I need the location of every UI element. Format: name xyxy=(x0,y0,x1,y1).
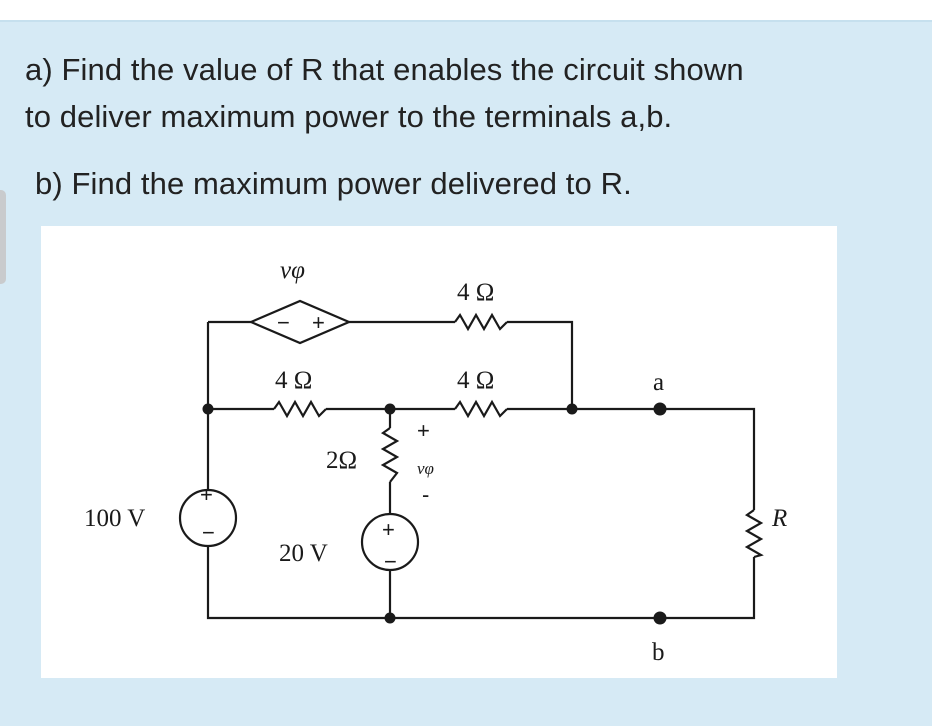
circuit-nodes xyxy=(202,402,667,625)
circuit-wires xyxy=(206,320,756,620)
dependent-source-label: vφ xyxy=(280,257,305,284)
wire-right-loop xyxy=(660,407,756,510)
vertical-resistor: 2Ω + vφ - xyxy=(326,418,434,507)
top-resistor: 4 Ω xyxy=(454,279,508,332)
source-100v: + − 100 V xyxy=(84,482,238,548)
left-resistor-zigzag xyxy=(273,399,327,419)
load-resistor-label: R xyxy=(771,505,787,532)
top-resistor-label: 4 Ω xyxy=(457,279,494,306)
node-bottom-center xyxy=(384,612,396,624)
vertical-resistor-label: 2Ω xyxy=(326,447,357,474)
left-resistor: 4 Ω xyxy=(273,367,327,419)
source-100v-circle xyxy=(178,488,238,548)
question-part-b: b) Find the maximum power delivered to R… xyxy=(35,166,632,201)
source-100v-minus: − xyxy=(202,520,215,545)
source-20v: + − 20 V xyxy=(279,512,420,574)
question-part-a-line-1: a) Find the value of R that enables the … xyxy=(25,52,744,87)
diamond-plus: + xyxy=(312,310,325,335)
terminal-b-label: b xyxy=(652,639,665,666)
terminal-a-label: a xyxy=(653,369,664,396)
terminal-b-node xyxy=(653,611,667,625)
vphi-minus: - xyxy=(422,482,429,507)
source-100v-label: 100 V xyxy=(84,505,145,532)
diamond-minus: − xyxy=(277,310,290,335)
source-100v-plus: + xyxy=(200,482,213,507)
vphi-plus: + xyxy=(417,418,430,443)
vphi-label: vφ xyxy=(417,459,434,478)
middle-resistor: 4 Ω xyxy=(454,367,508,419)
load-resistor-zigzag xyxy=(744,509,764,559)
load-resistor: R xyxy=(744,505,787,559)
source-20v-circle xyxy=(360,512,420,572)
circuit-figure: − + vφ 4 Ω 4 Ω 4 Ω 2Ω + vφ - xyxy=(41,226,837,678)
source-20v-minus: − xyxy=(384,549,397,574)
source-20v-plus: + xyxy=(382,517,395,542)
node-left xyxy=(202,403,214,415)
circuit-diagram: − + vφ 4 Ω 4 Ω 4 Ω 2Ω + vφ - xyxy=(84,257,787,666)
middle-resistor-label: 4 Ω xyxy=(457,367,494,394)
middle-resistor-zigzag xyxy=(454,399,508,419)
left-resistor-label: 4 Ω xyxy=(275,367,312,394)
node-right xyxy=(566,403,578,415)
wire-top-right xyxy=(507,320,574,409)
dependent-voltage-source: − + vφ xyxy=(248,257,352,345)
wire-bottom-loop xyxy=(206,546,756,620)
diamond-source-shape xyxy=(248,299,352,345)
terminal-a-node xyxy=(653,402,667,416)
source-20v-label: 20 V xyxy=(279,540,328,567)
question-part-a-line-2: to deliver maximum power to the terminal… xyxy=(25,99,673,134)
side-tab-handle[interactable] xyxy=(0,190,6,284)
node-center xyxy=(384,403,396,415)
vertical-resistor-zigzag xyxy=(380,427,400,483)
top-resistor-zigzag xyxy=(454,312,508,332)
